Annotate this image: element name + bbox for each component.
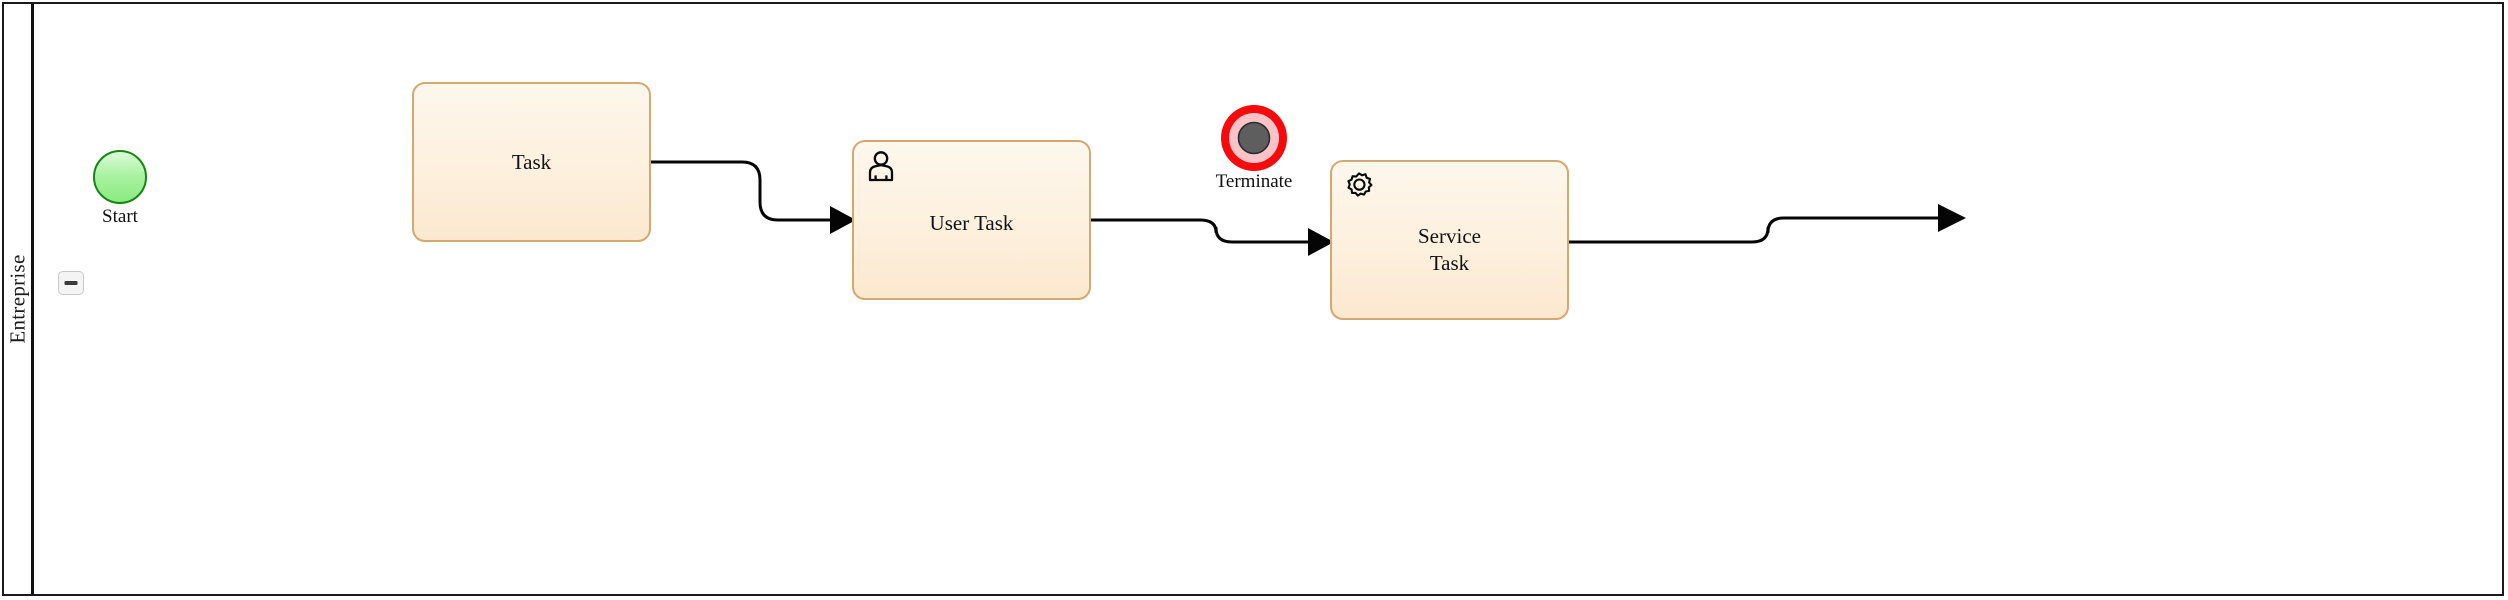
terminate-end-event[interactable] — [1219, 103, 1289, 173]
user-task-node[interactable]: User Task — [852, 140, 1091, 300]
start-event[interactable] — [93, 150, 147, 204]
service-task-label: Service Task — [1418, 224, 1481, 275]
user-icon — [868, 151, 894, 182]
filled-circle-icon — [1237, 121, 1271, 155]
service-task-node[interactable]: Service Task — [1330, 160, 1569, 320]
user-task-label: User Task — [929, 210, 1014, 235]
lane-header[interactable]: Entreprise — [4, 4, 34, 594]
task-node[interactable]: Task — [412, 82, 651, 242]
lane-collapse-button[interactable] — [58, 271, 84, 295]
lane-title: Entreprise — [5, 254, 29, 344]
gear-icon — [1347, 172, 1373, 197]
minus-icon — [64, 281, 78, 285]
task-label: Task — [511, 149, 552, 174]
